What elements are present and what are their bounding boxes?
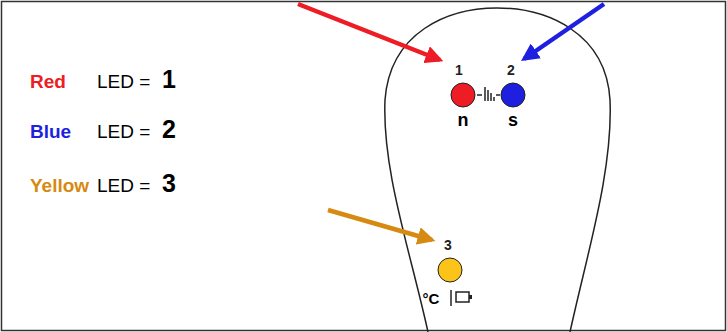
callout-number: 2	[162, 117, 176, 142]
blue-led	[501, 83, 525, 107]
led-text: LED =	[97, 122, 150, 141]
pole-letter: s	[508, 111, 518, 129]
color-word: Red	[30, 72, 66, 91]
red-led	[451, 83, 475, 107]
device-outline	[385, 8, 610, 332]
led-text: LED =	[97, 176, 150, 195]
color-word: Blue	[30, 122, 71, 141]
led-text: LED =	[97, 72, 150, 91]
battery-icon	[456, 292, 472, 302]
callout-number: 3	[444, 238, 452, 252]
signal-symbol	[477, 87, 500, 101]
callout-number: 1	[162, 67, 176, 92]
pole-letter: n	[458, 111, 469, 129]
unit-label: °C	[423, 291, 440, 306]
callout-number: 1	[455, 63, 463, 77]
yellow-led	[438, 258, 462, 282]
pointer-arrow	[328, 210, 432, 240]
separator	[450, 290, 452, 306]
pointer-arrow	[524, 4, 604, 59]
callout-number: 2	[507, 63, 515, 77]
pointer-arrow	[298, 4, 440, 60]
color-word: Yellow	[30, 176, 89, 195]
callout-number: 3	[162, 171, 176, 196]
